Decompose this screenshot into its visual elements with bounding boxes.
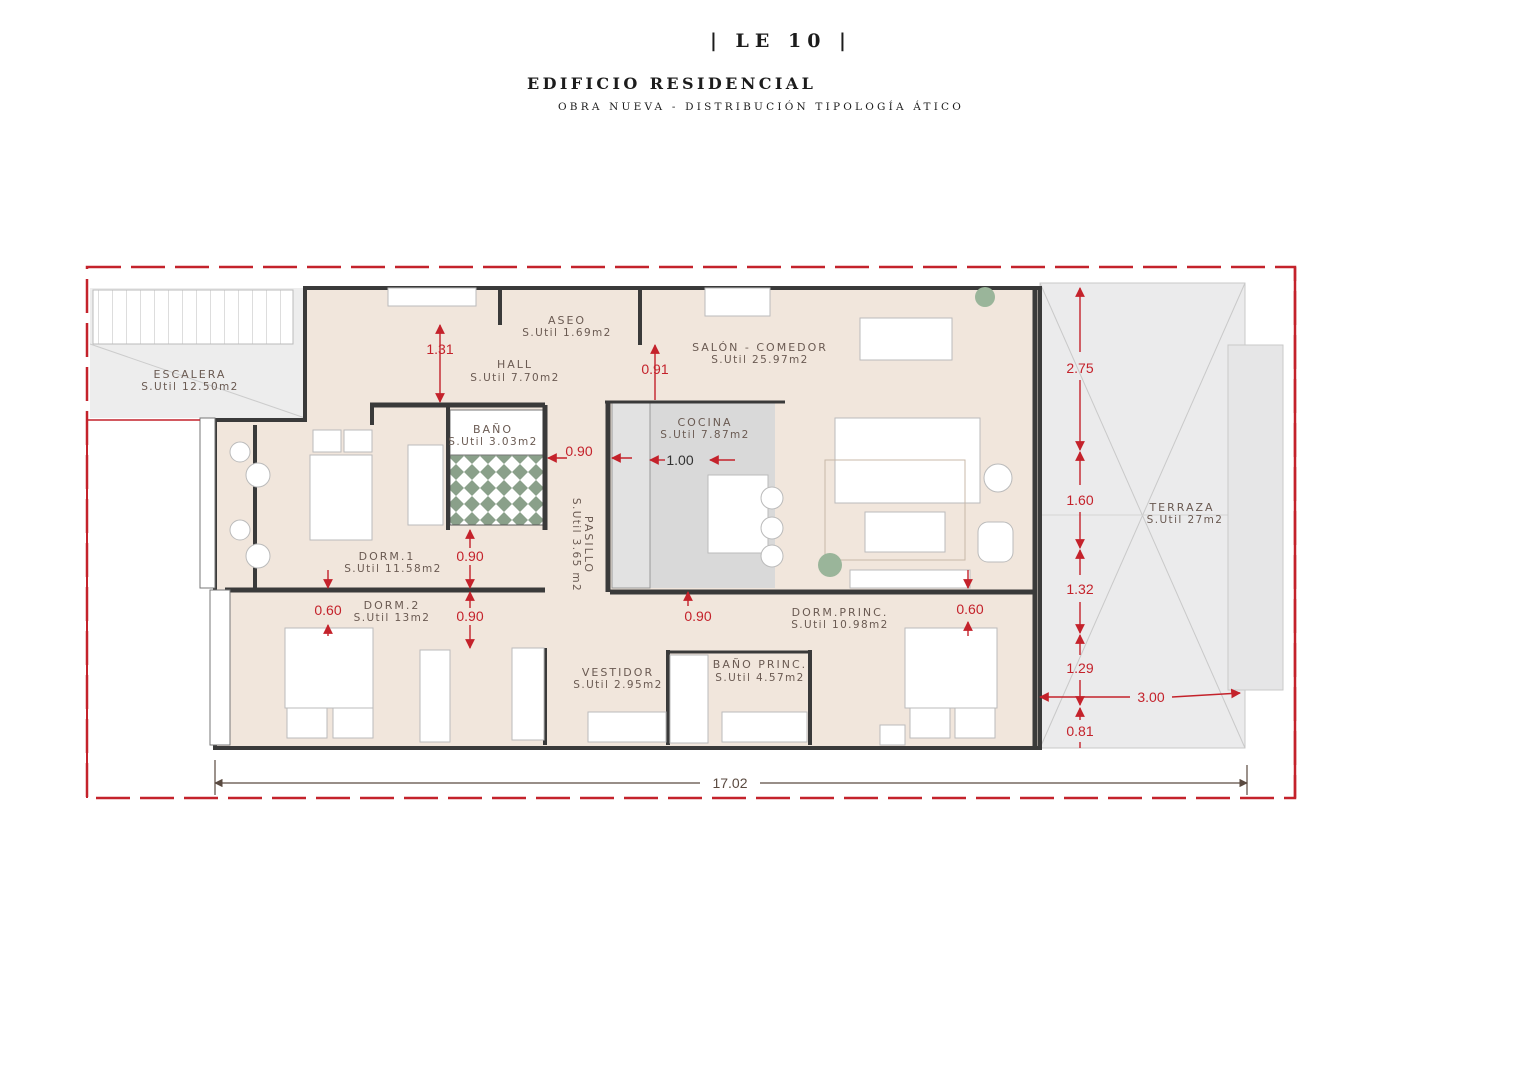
room-escalera-area: S.Util 12.50m2 xyxy=(141,381,239,393)
dim-passage-center: 0.90 xyxy=(684,608,711,624)
room-terraza-area: S.Util 27m2 xyxy=(1147,514,1224,526)
plot-boundary xyxy=(85,265,1297,800)
dim-terrace-5: 0.81 xyxy=(1066,723,1093,739)
dim-terrace-2: 1.60 xyxy=(1066,492,1093,508)
stair-area xyxy=(89,288,306,419)
room-dormprinc-area: S.Util 10.98m2 xyxy=(791,619,889,631)
room-bano-area: S.Util 3.03m2 xyxy=(448,436,537,448)
room-cocina-area: S.Util 7.87m2 xyxy=(660,429,749,441)
sheet-code: | LE 10 | xyxy=(710,30,852,52)
room-aseo-area: S.Util 1.69m2 xyxy=(522,327,611,339)
dimension-lines xyxy=(323,287,1241,748)
room-salon-name: SALÓN - COMEDOR xyxy=(692,341,828,354)
dimension-labels: 1.31 0.91 0.90 1.00 0.90 0.60 0.90 0.90 … xyxy=(314,341,1164,791)
dim-cocina-passage: 1.00 xyxy=(666,452,693,468)
room-escalera-name: ESCALERA xyxy=(154,368,227,381)
room-pasillo-name: PASILLO xyxy=(582,516,595,574)
dim-dorm1-door: 0.90 xyxy=(456,548,483,564)
room-dorm2-name: DORM.2 xyxy=(364,599,421,612)
room-terraza-name: TERRAZA xyxy=(1148,501,1214,514)
room-dorm2-area: S.Util 13m2 xyxy=(354,612,431,624)
dim-terrace-1: 2.75 xyxy=(1066,360,1093,376)
dim-dormprinc-side: 0.60 xyxy=(956,601,983,617)
room-aseo-name: ASEO xyxy=(548,314,586,327)
total-dimension-line xyxy=(214,760,1248,795)
room-labels: ESCALERA S.Util 12.50m2 ASEO S.Util 1.69… xyxy=(141,314,1224,691)
dim-terrace-3: 1.32 xyxy=(1066,581,1093,597)
page-subtitle: OBRA NUEVA - DISTRIBUCIÓN TIPOLOGÍA ÁTIC… xyxy=(558,101,965,113)
dim-dorm2-door: 0.90 xyxy=(456,608,483,624)
dim-dorm2-side: 0.60 xyxy=(314,602,341,618)
room-bano-name: BAÑO xyxy=(473,423,513,436)
room-pasillo-area: S.Util 3.65 m2 xyxy=(570,498,582,592)
room-banoprinc-area: S.Util 4.57m2 xyxy=(715,672,804,684)
room-vestidor-area: S.Util 2.95m2 xyxy=(573,679,662,691)
room-cocina-name: COCINA xyxy=(677,416,732,429)
room-salon-area: S.Util 25.97m2 xyxy=(711,354,809,366)
room-vestidor-name: VESTIDOR xyxy=(582,666,654,679)
room-hall-area: S.Util 7.70m2 xyxy=(470,372,559,384)
apartment-floor xyxy=(199,286,1042,750)
dim-terrace-width: 3.00 xyxy=(1137,689,1164,705)
dim-salon-door: 0.91 xyxy=(641,361,668,377)
room-hall-name: HALL xyxy=(497,358,533,371)
room-dormprinc-name: DORM.PRINC. xyxy=(792,606,889,619)
page-title: EDIFICIO RESIDENCIAL xyxy=(527,74,817,93)
dim-terrace-4: 1.29 xyxy=(1066,660,1093,676)
dim-hall-depth: 1.31 xyxy=(426,341,453,357)
dim-total-length: 17.02 xyxy=(712,775,747,791)
room-dorm1-area: S.Util 11.58m2 xyxy=(344,563,442,575)
room-dorm1-name: DORM.1 xyxy=(359,550,416,563)
room-banoprinc-name: BAÑO PRINC. xyxy=(713,658,807,671)
dim-bano-door: 0.90 xyxy=(565,443,592,459)
terrace-area xyxy=(1039,282,1284,749)
